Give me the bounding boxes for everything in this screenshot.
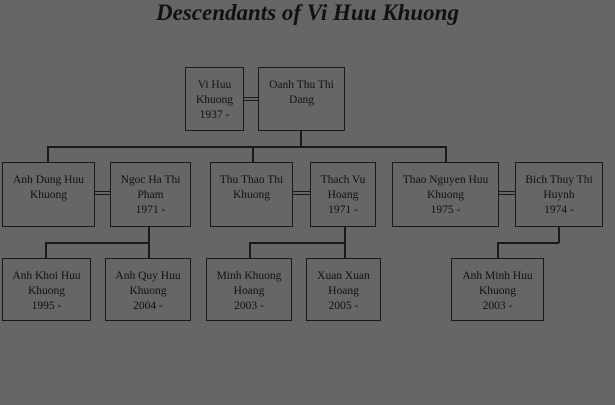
person-box[interactable]: Bich Thuy Thi Huynh 1974 - (515, 162, 603, 227)
person-box[interactable]: Thao Nguyen Huu Khuong 1975 - (392, 162, 499, 227)
connector-line (252, 146, 254, 162)
person-name: Anh Khoi Huu Khuong (12, 270, 81, 297)
connector-line (344, 227, 346, 243)
connector-line (47, 146, 446, 148)
chart-title: Descendants of Vi Huu Khuong (156, 0, 459, 25)
person-name: Minh Khuong Hoang (216, 270, 282, 297)
person-name: Xuan Xuan Hoang (317, 270, 370, 297)
person-dates: 1974 - (544, 204, 574, 216)
person-dates: 2003 - (234, 300, 264, 312)
person-box[interactable]: Minh Khuong Hoang 2003 - (206, 258, 292, 321)
connector-line (249, 242, 251, 258)
person-dates: 2004 - (133, 300, 163, 312)
connector-line (148, 227, 150, 243)
marriage-connector (293, 191, 310, 195)
marriage-connector (499, 191, 515, 195)
connector-line (249, 242, 345, 244)
person-dates: 1995 - (31, 300, 62, 312)
connector-line (344, 242, 346, 258)
connector-line (497, 242, 499, 258)
person-name: Bich Thuy Thi Huynh (525, 174, 593, 201)
connector-line (300, 131, 302, 147)
person-dates: 1971 - (135, 204, 166, 216)
person-name: Vi Huu Khuong (195, 79, 234, 106)
person-dates: 2005 - (328, 300, 359, 312)
connector-line (445, 146, 447, 162)
marriage-connector (244, 97, 258, 101)
connector-line (497, 242, 559, 244)
connector-line (47, 146, 49, 162)
connector-line (558, 227, 560, 243)
person-dates: 1975 - (430, 204, 461, 216)
person-name: Thu Thao Thi Khuong (219, 174, 284, 201)
person-name: Anh Minh Huu Khuong (462, 270, 533, 297)
person-name: Anh Dung Huu Khuong (13, 174, 84, 201)
person-dates: 1937 - (199, 109, 230, 121)
connector-line (45, 242, 149, 244)
person-name: Thao Nguyen Huu Khuong (402, 174, 489, 201)
person-name: Anh Quy Huu Khuong (115, 270, 181, 297)
person-box[interactable]: Anh Dung Huu Khuong (2, 162, 95, 227)
person-box[interactable]: Ngoc Ha Thi Pham 1971 - (110, 162, 191, 227)
person-name: Ngoc Ha Thi Pham (120, 174, 181, 201)
connector-line (45, 242, 47, 258)
connector-line (148, 242, 150, 258)
person-box[interactable]: Anh Khoi Huu Khuong 1995 - (2, 258, 91, 321)
person-box[interactable]: Oanh Thu Thi Dang (258, 67, 345, 131)
person-dates: 1971 - (328, 204, 358, 216)
person-box[interactable]: Thu Thao Thi Khuong (210, 162, 293, 227)
person-box[interactable]: Thach Vu Hoang 1971 - (310, 162, 376, 227)
person-dates: 2003 - (482, 300, 513, 312)
person-box[interactable]: Anh Quy Huu Khuong 2004 - (105, 258, 191, 321)
person-name: Thach Vu Hoang (320, 174, 366, 201)
marriage-connector (95, 191, 110, 195)
person-box[interactable]: Vi Huu Khuong 1937 - (185, 67, 244, 131)
person-box[interactable]: Anh Minh Huu Khuong 2003 - (451, 258, 544, 321)
person-box[interactable]: Xuan Xuan Hoang 2005 - (306, 258, 381, 321)
person-name: Oanh Thu Thi Dang (269, 79, 334, 106)
